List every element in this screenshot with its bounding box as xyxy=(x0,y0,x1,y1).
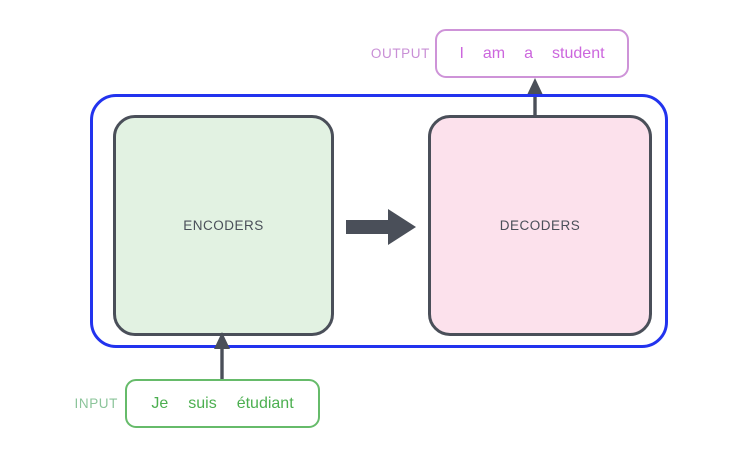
input-box: Je suis étudiant xyxy=(125,379,320,428)
encoders-stack: ENCODERS xyxy=(113,115,334,336)
output-box: I am a student xyxy=(435,29,629,78)
output-label: OUTPUT xyxy=(370,46,430,61)
output-token: a xyxy=(524,44,534,62)
input-token-list: Je suis étudiant xyxy=(151,395,293,413)
output-token: I xyxy=(459,44,464,62)
arrow-up-input-to-encoders-icon xyxy=(214,332,230,384)
input-token: suis xyxy=(188,394,217,412)
input-token: Je xyxy=(151,394,169,412)
decoders-stack: DECODERS xyxy=(428,115,652,336)
arrow-right-encoders-to-decoders-icon xyxy=(346,209,416,245)
input-label: INPUT xyxy=(74,396,118,411)
output-token: student xyxy=(552,44,605,62)
input-token: étudiant xyxy=(236,394,294,412)
output-token-list: I am a student xyxy=(459,45,604,63)
encoders-label: ENCODERS xyxy=(183,218,264,233)
transformer-outer-container xyxy=(90,94,668,348)
decoders-label: DECODERS xyxy=(499,218,581,233)
output-token: am xyxy=(482,44,506,62)
